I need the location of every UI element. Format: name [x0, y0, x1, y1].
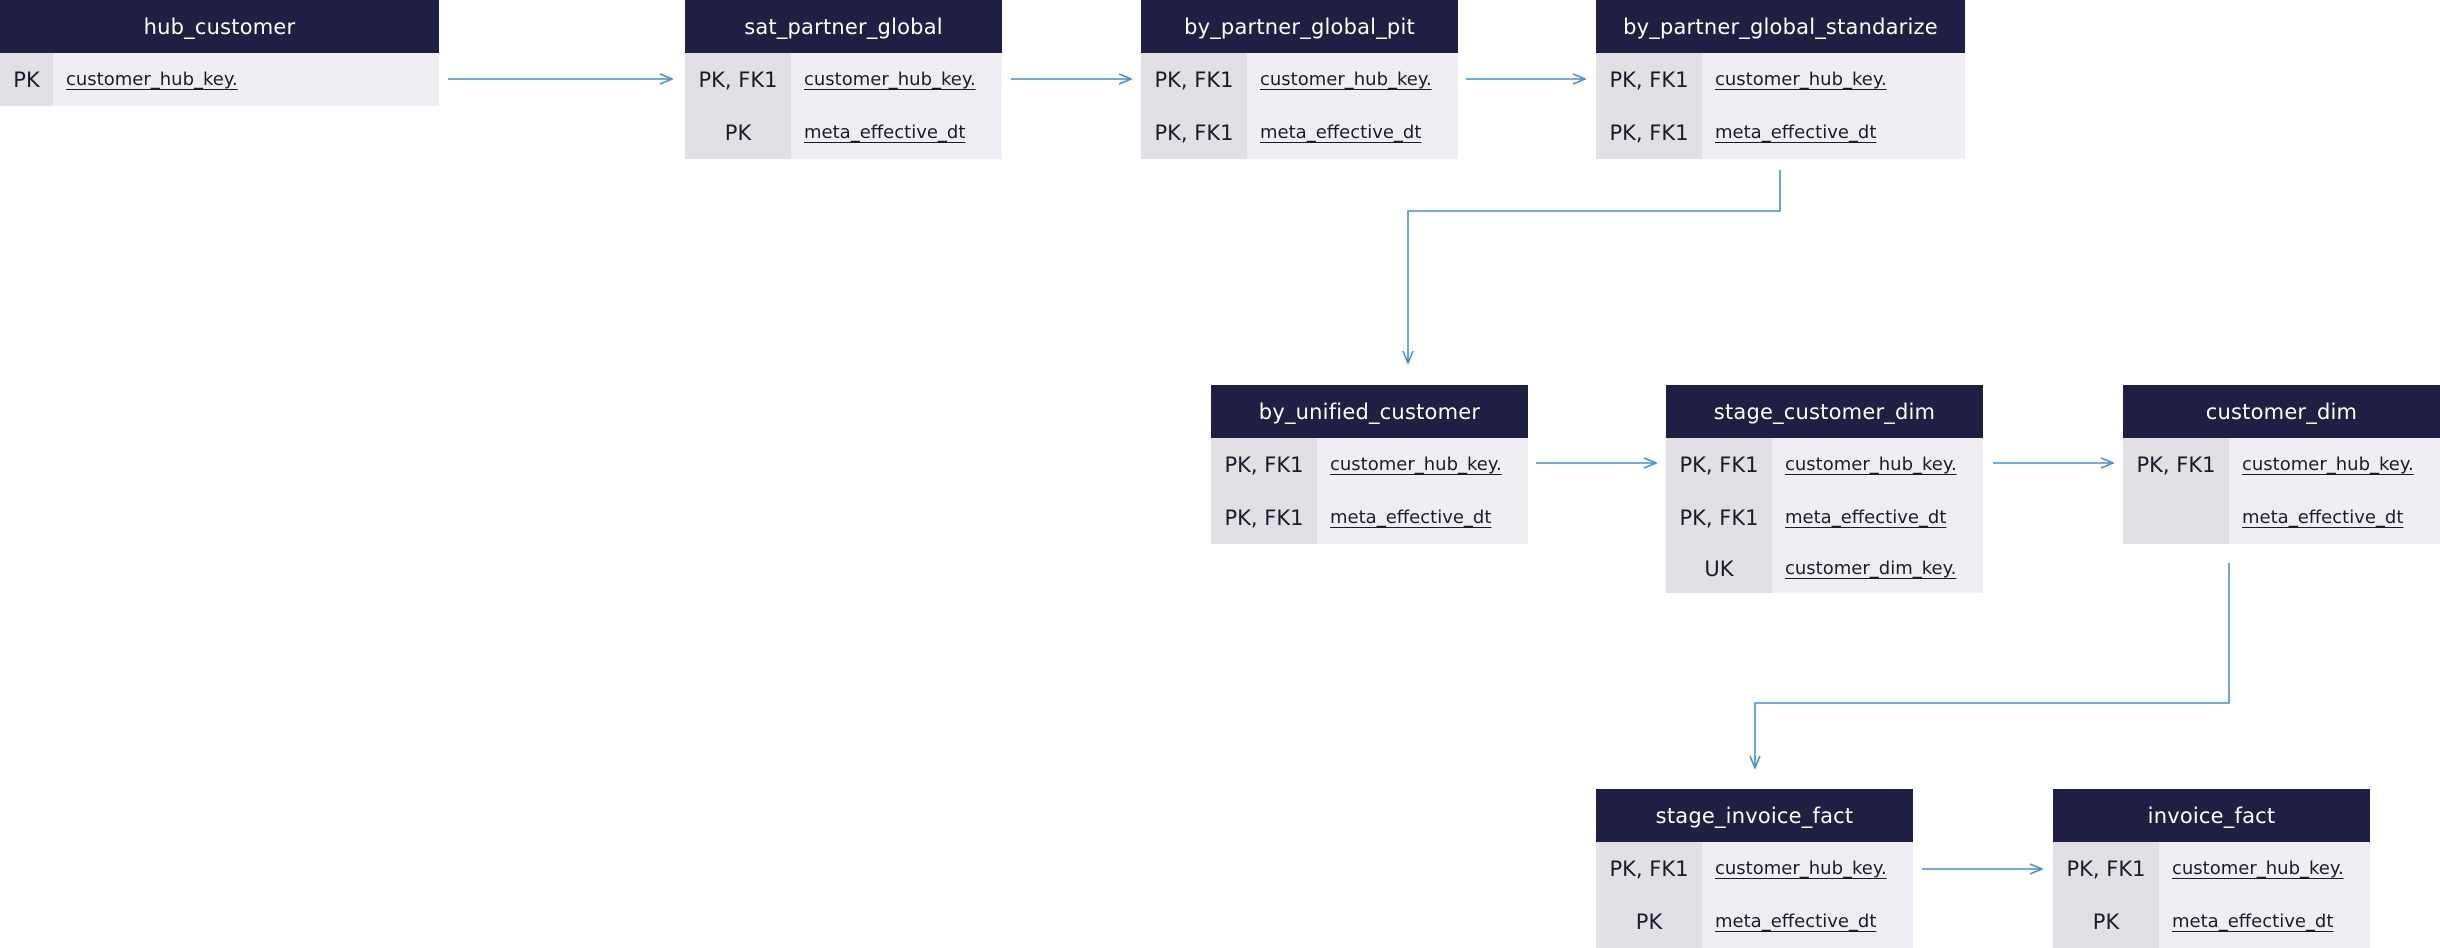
key-label: PK: [0, 53, 53, 106]
field-name: customer_hub_key.: [1317, 438, 1528, 491]
entity-row: PK, FK1 customer_hub_key.: [1596, 53, 1965, 106]
field-name: meta_effective_dt: [1702, 895, 1913, 948]
field-name: meta_effective_dt: [1317, 491, 1528, 544]
entity-hub-customer[interactable]: hub_customer PK customer_hub_key.: [0, 0, 439, 106]
key-label: PK, FK1: [2123, 438, 2229, 491]
key-label: UK: [1666, 544, 1772, 593]
entity-row: meta_effective_dt: [2123, 491, 2440, 544]
entity-row: PK, FK1 customer_hub_key.: [1666, 438, 1983, 491]
entity-by-partner-global-standarize[interactable]: by_partner_global_standarize PK, FK1 cus…: [1596, 0, 1965, 159]
field-name: customer_hub_key.: [2229, 438, 2440, 491]
entity-title: stage_customer_dim: [1666, 385, 1983, 438]
field-name: meta_effective_dt: [791, 106, 1002, 159]
entity-sat-partner-global[interactable]: sat_partner_global PK, FK1 customer_hub_…: [685, 0, 1002, 159]
entity-row: PK, FK1 customer_hub_key.: [1211, 438, 1528, 491]
key-label: PK, FK1: [1141, 53, 1247, 106]
entity-row: PK, FK1 customer_hub_key.: [2123, 438, 2440, 491]
field-name: customer_hub_key.: [791, 53, 1002, 106]
key-label: PK, FK1: [1141, 106, 1247, 159]
entity-row: PK, FK1 customer_hub_key.: [2053, 842, 2370, 895]
key-label: PK, FK1: [1211, 438, 1317, 491]
key-label: PK: [685, 106, 791, 159]
field-name: customer_hub_key.: [53, 53, 439, 106]
entity-title: customer_dim: [2123, 385, 2440, 438]
entity-customer-dim[interactable]: customer_dim PK, FK1 customer_hub_key. m…: [2123, 385, 2440, 544]
entity-row: PK meta_effective_dt: [685, 106, 1002, 159]
entity-invoice-fact[interactable]: invoice_fact PK, FK1 customer_hub_key. P…: [2053, 789, 2370, 948]
key-label: PK: [1596, 895, 1702, 948]
entity-row: UK customer_dim_key.: [1666, 544, 1983, 593]
key-label: PK, FK1: [1211, 491, 1317, 544]
connector-customer-dim-to-stage-invoice: [1755, 563, 2230, 768]
field-name: customer_dim_key.: [1772, 544, 1983, 593]
connector-standarize-to-unified: [1408, 170, 1781, 363]
field-name: meta_effective_dt: [2229, 491, 2440, 544]
entity-row: PK, FK1 meta_effective_dt: [1666, 491, 1983, 544]
entity-title: hub_customer: [0, 0, 439, 53]
key-label: PK, FK1: [2053, 842, 2159, 895]
entity-by-unified-customer[interactable]: by_unified_customer PK, FK1 customer_hub…: [1211, 385, 1528, 544]
entity-row: PK customer_hub_key.: [0, 53, 439, 106]
field-name: meta_effective_dt: [1702, 106, 1965, 159]
entity-by-partner-global-pit[interactable]: by_partner_global_pit PK, FK1 customer_h…: [1141, 0, 1458, 159]
key-label: PK, FK1: [1666, 491, 1772, 544]
entity-title: by_unified_customer: [1211, 385, 1528, 438]
entity-row: PK, FK1 meta_effective_dt: [1141, 106, 1458, 159]
field-name: meta_effective_dt: [2159, 895, 2370, 948]
entity-title: stage_invoice_fact: [1596, 789, 1913, 842]
entity-row: PK, FK1 meta_effective_dt: [1596, 106, 1965, 159]
field-name: meta_effective_dt: [1772, 491, 1983, 544]
entity-row: PK, FK1 customer_hub_key.: [1596, 842, 1913, 895]
entity-title: sat_partner_global: [685, 0, 1002, 53]
entity-row: PK, FK1 meta_effective_dt: [1211, 491, 1528, 544]
field-name: customer_hub_key.: [1247, 53, 1458, 106]
key-label: [2123, 491, 2229, 544]
entity-row: PK meta_effective_dt: [2053, 895, 2370, 948]
entity-row: PK, FK1 customer_hub_key.: [685, 53, 1002, 106]
entity-stage-customer-dim[interactable]: stage_customer_dim PK, FK1 customer_hub_…: [1666, 385, 1983, 593]
entity-title: invoice_fact: [2053, 789, 2370, 842]
entity-row: PK, FK1 customer_hub_key.: [1141, 53, 1458, 106]
entity-title: by_partner_global_pit: [1141, 0, 1458, 53]
key-label: PK, FK1: [1596, 842, 1702, 895]
entity-stage-invoice-fact[interactable]: stage_invoice_fact PK, FK1 customer_hub_…: [1596, 789, 1913, 948]
field-name: customer_hub_key.: [1772, 438, 1983, 491]
key-label: PK, FK1: [685, 53, 791, 106]
entity-row: PK meta_effective_dt: [1596, 895, 1913, 948]
field-name: customer_hub_key.: [2159, 842, 2370, 895]
key-label: PK, FK1: [1666, 438, 1772, 491]
entity-title: by_partner_global_standarize: [1596, 0, 1965, 53]
field-name: customer_hub_key.: [1702, 842, 1913, 895]
field-name: meta_effective_dt: [1247, 106, 1458, 159]
key-label: PK: [2053, 895, 2159, 948]
key-label: PK, FK1: [1596, 106, 1702, 159]
field-name: customer_hub_key.: [1702, 53, 1965, 106]
key-label: PK, FK1: [1596, 53, 1702, 106]
